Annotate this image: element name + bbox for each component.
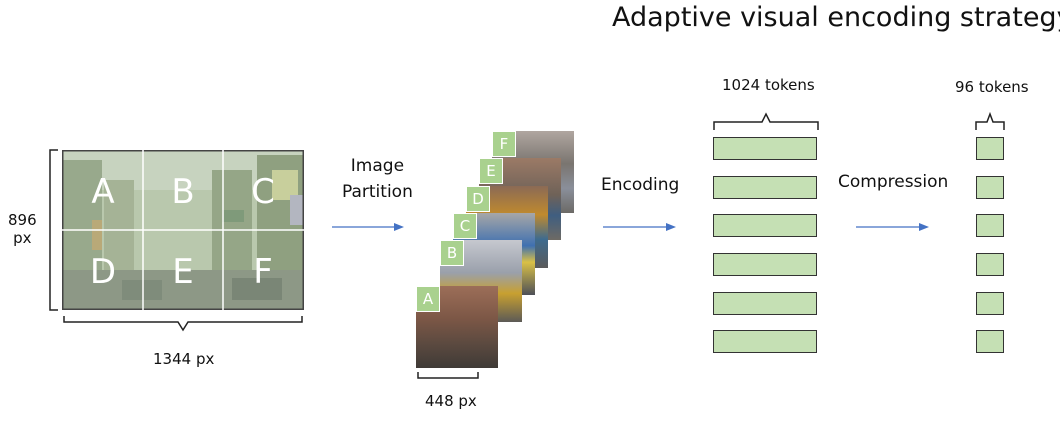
compression-step-label: Compression <box>838 172 949 192</box>
height-unit: px <box>13 229 32 247</box>
width-bracket <box>63 316 303 332</box>
encoded-token-block <box>713 214 817 237</box>
partition-letter: A <box>91 172 115 212</box>
partition-letter: C <box>251 172 275 212</box>
compressed-token-label: 96 tokens <box>955 78 1029 96</box>
encoded-token-label: 1024 tokens <box>722 76 815 94</box>
compressed-token-block <box>976 292 1004 315</box>
partition-letter: B <box>171 172 195 212</box>
encoded-token-block <box>713 176 817 199</box>
tile-label: D <box>466 186 490 212</box>
width-label: 1344 px <box>153 350 215 368</box>
encoded-token-block <box>713 253 817 276</box>
encoded-token-block <box>713 137 817 160</box>
compressed-bracket <box>975 111 1005 130</box>
encoded-token-block <box>713 330 817 353</box>
tile-label: B <box>440 240 464 266</box>
tile-bracket <box>417 372 479 379</box>
diagram-title: Adaptive visual encoding strategy <box>612 2 1060 33</box>
encoding-step-label: Encoding <box>601 175 680 195</box>
compressed-token-block <box>976 176 1004 199</box>
partition-letter: F <box>253 252 273 292</box>
height-label: 896 px <box>8 211 37 247</box>
partition-letter: E <box>172 252 194 292</box>
tile-label: E <box>479 158 503 184</box>
partition-grid <box>62 150 304 310</box>
tile-label: A <box>416 286 440 312</box>
partition-step-line2: Partition <box>342 182 413 202</box>
compressed-token-block <box>976 330 1004 353</box>
tile-a: A <box>416 286 498 368</box>
partition-arrow <box>332 223 404 231</box>
partition-step-label: Image Partition <box>342 153 413 205</box>
height-bracket <box>49 149 58 311</box>
height-value: 896 <box>8 211 37 229</box>
partition-step-line1: Image <box>350 156 405 176</box>
encoded-token-block <box>713 292 817 315</box>
encoded-bracket <box>713 112 819 130</box>
partition-letter: D <box>89 252 117 292</box>
tile-label: F <box>492 131 516 157</box>
tile-label: C <box>453 213 477 239</box>
tile-size-label: 448 px <box>425 392 477 410</box>
compressed-token-block <box>976 214 1004 237</box>
encoding-arrow <box>603 223 676 231</box>
compression-arrow <box>856 223 929 231</box>
compressed-token-block <box>976 253 1004 276</box>
compressed-token-block <box>976 137 1004 160</box>
source-image: A B C D E F <box>62 150 304 310</box>
